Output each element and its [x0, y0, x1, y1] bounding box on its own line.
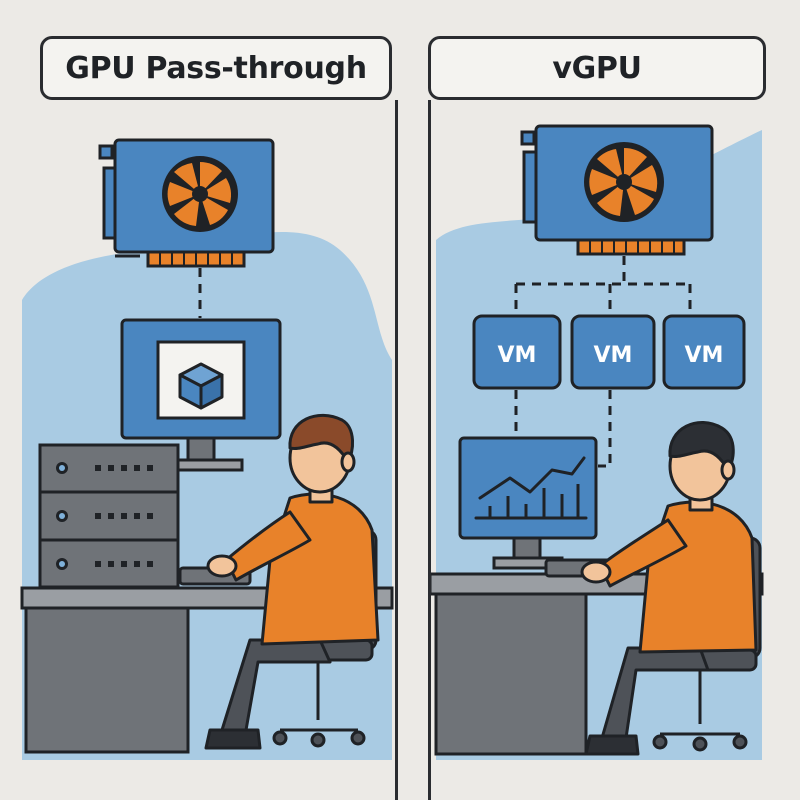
vm-label: VM: [594, 343, 633, 368]
vm-box-1: VM: [472, 314, 562, 390]
panel-divider-left: [395, 100, 398, 800]
fan-icon: [584, 142, 664, 222]
panel-title-vgpu: vGPU: [428, 36, 766, 100]
vm-box-2: VM: [570, 314, 656, 390]
vm-box-3: VM: [662, 314, 746, 390]
monitor-left: [120, 318, 282, 472]
vgpu-panel: vGPU: [428, 0, 800, 800]
fan-icon: [162, 156, 238, 232]
cube-icon: [178, 362, 224, 410]
monitor-right: [458, 436, 598, 570]
gpu-card-left: [98, 138, 275, 268]
line-chart-icon: [474, 456, 588, 520]
person-left: [204, 413, 380, 750]
panel-title-passthrough: GPU Pass-through: [40, 36, 392, 100]
panel-divider-right: [428, 100, 431, 800]
vm-label: VM: [498, 343, 537, 368]
gpu-card-right: [520, 124, 714, 256]
vm-label: VM: [685, 343, 724, 368]
vgpu-split-links: [514, 256, 692, 468]
gpu-passthrough-panel: GPU Pass-through: [40, 36, 398, 800]
server-tower: [38, 443, 180, 589]
person-right: [580, 421, 762, 756]
